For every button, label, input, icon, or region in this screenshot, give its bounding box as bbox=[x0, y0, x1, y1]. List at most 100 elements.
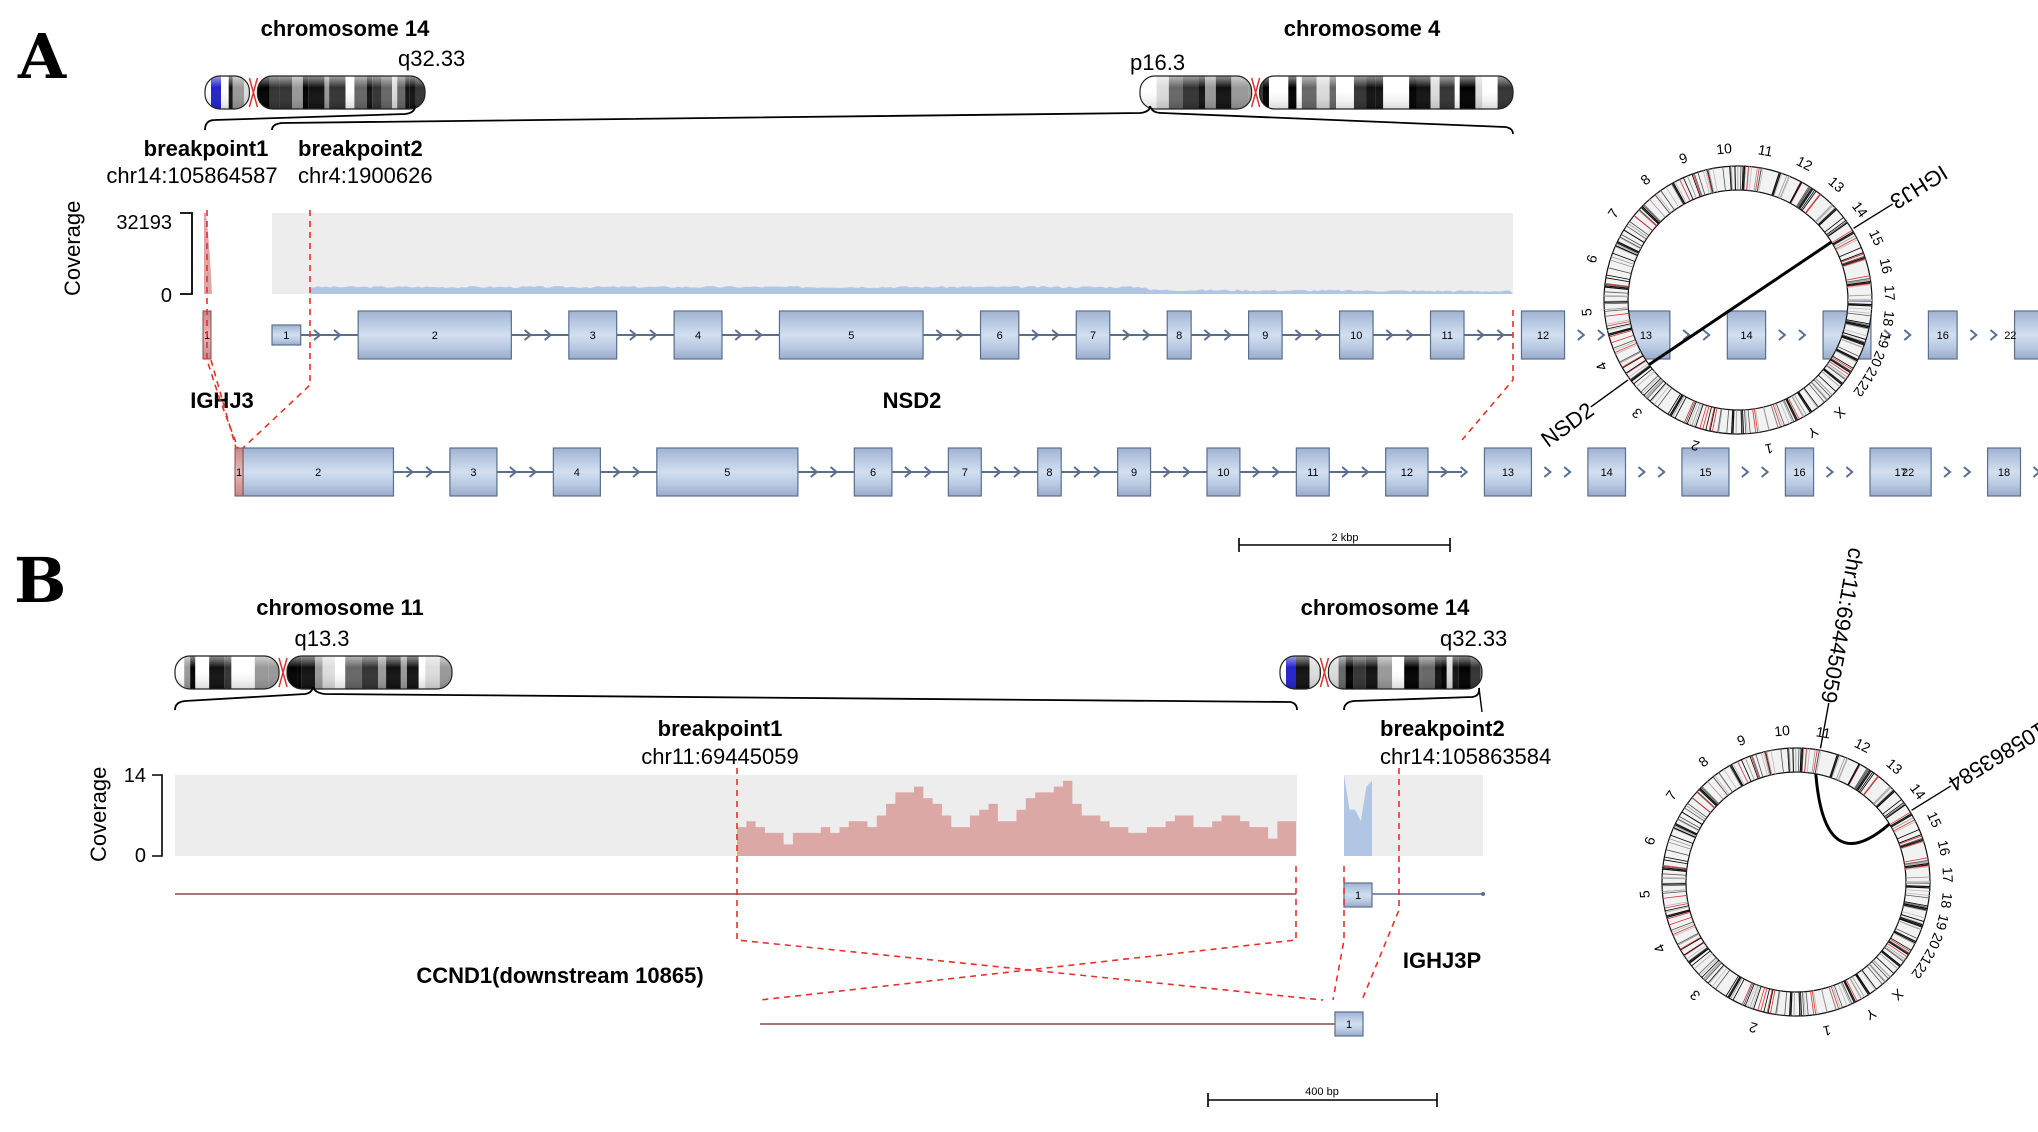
circos-band bbox=[1671, 922, 1695, 933]
circos-band bbox=[1665, 906, 1689, 913]
circos-band bbox=[1900, 916, 1924, 925]
circos-band bbox=[1679, 936, 1702, 950]
circos-chromosome-label: 3 bbox=[1629, 405, 1646, 422]
circos-chromosome-label: 19 bbox=[1933, 913, 1953, 932]
circos-band bbox=[1664, 856, 1689, 862]
circos-band bbox=[1686, 945, 1707, 960]
circos-chromosome-label: 5 bbox=[1636, 889, 1653, 898]
circos-band bbox=[1685, 805, 1706, 820]
circos-band bbox=[1609, 329, 1633, 338]
circos-band bbox=[1775, 990, 1780, 1015]
exon-number: 15 bbox=[1699, 467, 1711, 479]
exon bbox=[1338, 310, 1374, 360]
circos-band bbox=[1740, 166, 1742, 191]
circos-band bbox=[1905, 866, 1930, 870]
circos-band bbox=[1629, 221, 1650, 236]
circos-band bbox=[1604, 291, 1629, 294]
circos-band bbox=[1708, 965, 1725, 985]
circos-band bbox=[1866, 965, 1883, 985]
circos-band bbox=[1755, 167, 1760, 192]
circos-chromosome-label: 10 bbox=[1716, 140, 1733, 157]
exon bbox=[1784, 447, 1815, 497]
circos-band bbox=[1826, 220, 1847, 235]
circos-band bbox=[1662, 889, 1687, 892]
circos-band bbox=[1751, 985, 1761, 1009]
chr14-band-label-b: q32.33 bbox=[1440, 626, 1507, 651]
circos-band bbox=[1699, 958, 1718, 976]
circos-segment bbox=[1893, 917, 1924, 943]
circos-segment bbox=[1890, 814, 1924, 848]
circos-band bbox=[1619, 236, 1642, 249]
exon-number: 5 bbox=[724, 467, 730, 479]
circos-chromosome-label: 5 bbox=[1578, 307, 1595, 316]
circos-band bbox=[1627, 223, 1648, 238]
circos-band bbox=[1691, 950, 1711, 967]
circos-band bbox=[1845, 321, 1870, 327]
circos-band bbox=[1622, 355, 1644, 369]
exon-number: 16 bbox=[1793, 467, 1805, 479]
circos-band bbox=[1804, 748, 1807, 773]
circos-band bbox=[1811, 749, 1816, 774]
circos-band bbox=[1805, 991, 1809, 1016]
circos-band bbox=[1835, 350, 1858, 363]
circos-band bbox=[1818, 374, 1837, 392]
circos-band bbox=[1830, 358, 1852, 372]
strand-arrow bbox=[632, 466, 641, 478]
breakpoint1-guide-a2 bbox=[210, 359, 237, 449]
circos-band bbox=[1849, 977, 1863, 999]
circos-band bbox=[1673, 926, 1696, 937]
circos-band bbox=[1846, 278, 1871, 284]
circos-band bbox=[1904, 860, 1929, 866]
strand-arrow bbox=[1637, 466, 1646, 478]
exon bbox=[2013, 310, 2038, 360]
circos-link-label: IGHJ3 bbox=[1886, 160, 1952, 214]
breakpoint-guides-b bbox=[736, 768, 1400, 1001]
ighj3p-end-dot bbox=[1481, 892, 1485, 896]
circos-band bbox=[1792, 748, 1794, 773]
strand-arrow bbox=[528, 466, 538, 478]
circos-band bbox=[1779, 175, 1790, 199]
circos-band bbox=[1845, 323, 1869, 330]
circos-band bbox=[1899, 837, 1923, 847]
circos-band bbox=[1777, 175, 1788, 198]
strand-arrow bbox=[1122, 329, 1131, 341]
circos-band bbox=[1638, 209, 1658, 226]
circos-band bbox=[1686, 401, 1697, 425]
circos-band bbox=[1709, 407, 1716, 432]
exon-number: 4 bbox=[695, 330, 701, 342]
circos-band bbox=[1645, 379, 1663, 398]
strand-arrow bbox=[1760, 466, 1770, 478]
exon bbox=[1726, 310, 1767, 360]
circos-band bbox=[1640, 375, 1659, 393]
circos-band bbox=[1662, 884, 1687, 887]
circos-link-label: chr14:105863584 bbox=[1944, 685, 2038, 797]
circos-band bbox=[1834, 235, 1856, 248]
circos-band bbox=[1672, 395, 1685, 418]
circos-band bbox=[1698, 957, 1717, 975]
circos-band bbox=[1751, 755, 1761, 779]
circos-band bbox=[1753, 167, 1758, 192]
circos-band bbox=[1700, 787, 1719, 805]
circos-band bbox=[1748, 166, 1753, 191]
strand-arrow bbox=[405, 466, 414, 478]
circos-band bbox=[1773, 173, 1783, 197]
exon-number: 3 bbox=[470, 467, 476, 479]
circos-band bbox=[1827, 222, 1848, 237]
circos-band bbox=[1892, 817, 1914, 830]
circos-band bbox=[1662, 865, 1687, 870]
circos-band bbox=[1903, 902, 1928, 908]
circos-segment bbox=[1728, 976, 1792, 1017]
circos-band bbox=[1717, 408, 1722, 433]
circos-band bbox=[1837, 757, 1848, 781]
exon-number: 14 bbox=[1601, 467, 1613, 479]
circos-band bbox=[1604, 294, 1629, 297]
circos-band bbox=[1873, 959, 1891, 978]
strand-arrow bbox=[1341, 466, 1350, 478]
circos-band bbox=[1869, 963, 1887, 982]
circos-segment bbox=[1800, 747, 1839, 779]
exon bbox=[1037, 447, 1062, 497]
circos-band bbox=[1616, 243, 1639, 255]
strand-arrow bbox=[1073, 466, 1082, 478]
circos-band bbox=[1677, 933, 1700, 946]
circos-band bbox=[1791, 395, 1804, 418]
